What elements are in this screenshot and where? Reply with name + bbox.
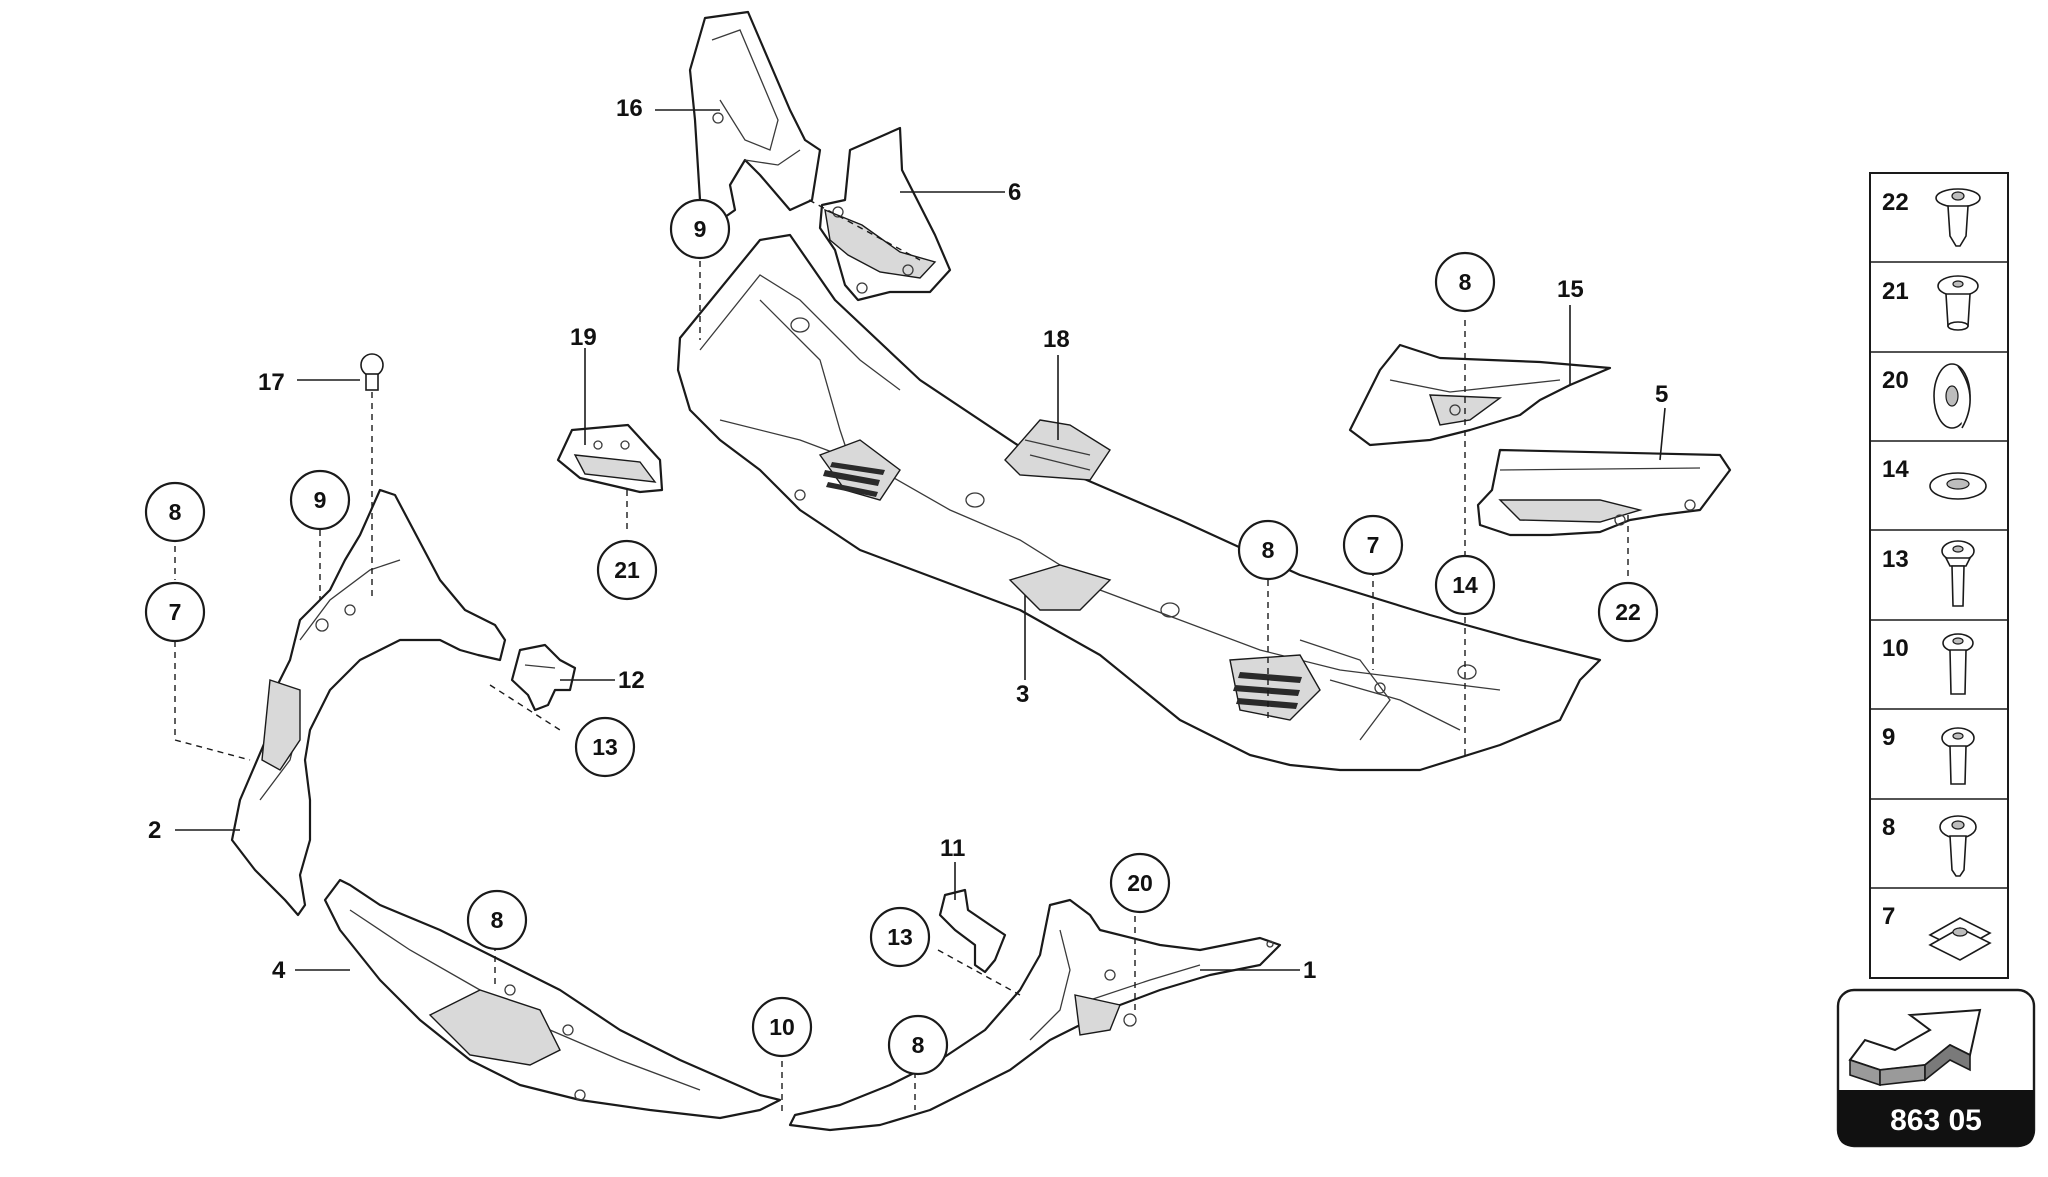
- bubble-22: 22: [1597, 581, 1659, 643]
- bubble-13-low: 13: [869, 906, 931, 968]
- svg-text:9: 9: [314, 487, 327, 513]
- bubble-8-left: 8: [144, 481, 206, 543]
- callout-1: 1: [1303, 957, 1316, 984]
- svg-text:8: 8: [1262, 537, 1275, 563]
- bubble-13-mid: 13: [574, 716, 636, 778]
- fastener-label-13: 13: [1882, 546, 1909, 573]
- bubble-8-center: 8: [1237, 519, 1299, 581]
- part-18-pad: [1004, 419, 1111, 481]
- solid-leaders: [175, 109, 1666, 971]
- svg-text:10: 10: [769, 1014, 795, 1040]
- callout-11: 11: [940, 835, 965, 862]
- part-12-bracket: [510, 643, 577, 712]
- callout-17: 17: [258, 369, 285, 396]
- callout-5: 5: [1655, 381, 1668, 408]
- bubble-8-low: 8: [466, 889, 528, 951]
- bubble-7-left: 7: [144, 581, 206, 643]
- fastener-8-icon: [1939, 815, 1977, 877]
- svg-text:7: 7: [169, 599, 182, 625]
- callout-6: 6: [1008, 179, 1021, 206]
- svg-text:21: 21: [614, 557, 640, 583]
- svg-text:13: 13: [592, 734, 618, 760]
- fastener-label-7: 7: [1882, 903, 1895, 930]
- dashed-leaders: [174, 199, 1629, 1115]
- fastener-10-icon: [1942, 633, 1974, 695]
- callout-3: 3: [1016, 681, 1029, 708]
- svg-text:22: 22: [1615, 599, 1641, 625]
- fastener-7-icon: [1928, 917, 1992, 961]
- svg-text:13: 13: [887, 924, 913, 950]
- part-6-bracket: [818, 126, 952, 302]
- fastener-13-icon: [1941, 540, 1975, 607]
- part-2-side-panel: [230, 488, 507, 917]
- fastener-9-icon: [1941, 727, 1975, 785]
- bubble-8-right: 8: [1434, 251, 1496, 313]
- bubble-9-left: 9: [289, 469, 351, 531]
- svg-text:8: 8: [169, 499, 182, 525]
- group-code-badge: 863 05: [1836, 988, 2036, 1148]
- direction-arrow-icon: [1848, 1008, 1982, 1087]
- part-5-duct: [1476, 448, 1732, 537]
- group-code: 863 05: [1890, 1104, 1982, 1137]
- part-3-plate: [1008, 564, 1112, 611]
- callout-18: 18: [1043, 326, 1070, 353]
- callout-15: 15: [1557, 276, 1584, 303]
- svg-text:9: 9: [694, 216, 707, 242]
- fastener-label-22: 22: [1882, 189, 1909, 216]
- fastener-21-icon: [1937, 275, 1979, 331]
- part-3-grille-left: [818, 439, 901, 501]
- part-11-bracket: [938, 888, 1007, 974]
- callout-2: 2: [148, 817, 161, 844]
- fastener-label-21: 21: [1882, 278, 1909, 305]
- callout-16: 16: [616, 95, 643, 122]
- fastener-20-icon: [1933, 363, 1971, 429]
- svg-text:8: 8: [912, 1032, 925, 1058]
- part-15-duct: [1348, 343, 1612, 447]
- part-4-lower-panel: [323, 878, 782, 1120]
- fastener-label-14: 14: [1882, 456, 1909, 483]
- part-16-bracket: [688, 10, 822, 224]
- bubble-7-center: 7: [1342, 514, 1404, 576]
- fastener-22-icon: [1935, 188, 1981, 247]
- part-1-lower-panel: [788, 898, 1282, 1132]
- bubble-9-top: 9: [669, 198, 731, 260]
- bubble-8-bottom: 8: [887, 1014, 949, 1076]
- bubble-20: 20: [1109, 852, 1171, 914]
- callout-19: 19: [570, 324, 597, 351]
- part-19-bracket: [556, 423, 664, 494]
- callout-labels: 16 6 17 19 18 15 5 3 12 2 4 1 11: [148, 95, 1668, 984]
- fastener-label-20: 20: [1882, 367, 1909, 394]
- part-3-grille-right: [1229, 654, 1321, 721]
- part-17-fastener: [360, 353, 384, 391]
- fastener-panel: 22 21 20 14 13 10 9 8 7: [1869, 172, 2009, 979]
- callout-4: 4: [272, 957, 286, 984]
- callout-12: 12: [618, 667, 645, 694]
- svg-text:20: 20: [1127, 870, 1153, 896]
- svg-text:7: 7: [1367, 532, 1380, 558]
- bubble-21: 21: [596, 539, 658, 601]
- part-3-upper-panel: [676, 233, 1602, 772]
- svg-text:8: 8: [491, 907, 504, 933]
- fastener-label-8: 8: [1882, 814, 1895, 841]
- bubble-10: 10: [751, 996, 813, 1058]
- svg-text:14: 14: [1452, 572, 1478, 598]
- bubble-14: 14: [1434, 554, 1496, 616]
- fastener-label-10: 10: [1882, 635, 1909, 662]
- fastener-14-icon: [1929, 472, 1987, 500]
- fastener-label-9: 9: [1882, 724, 1895, 751]
- svg-text:8: 8: [1459, 269, 1472, 295]
